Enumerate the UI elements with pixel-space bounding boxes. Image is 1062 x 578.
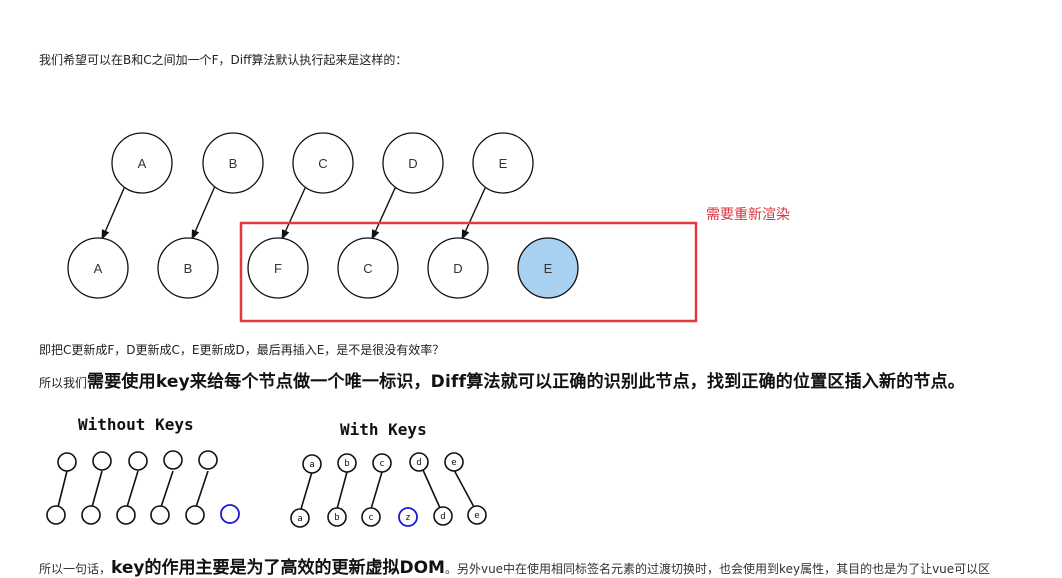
with-top-label-b: b [344, 459, 349, 469]
arrow-b [191, 185, 216, 240]
with-keys-labels: a b c d e a b c z d e [297, 458, 479, 524]
with-top-label-d: d [416, 458, 421, 468]
with-bottom-label-b: b [334, 513, 339, 523]
bottom-node-e-label: E [544, 261, 553, 276]
bottom-node-c-label: C [363, 261, 372, 276]
top-node-e-label: E [499, 156, 508, 171]
bottom-node-a-label: A [94, 261, 103, 276]
arrow-d [371, 185, 397, 240]
with-bottom-label-c: c [368, 513, 373, 523]
arrow-e [461, 185, 487, 240]
bottom-node-c: C [337, 237, 399, 299]
arrow-a [101, 185, 126, 240]
with-bottom-label-a: a [297, 514, 302, 524]
top-node-c-label: C [318, 156, 327, 171]
with-bottom-label-d: d [440, 512, 445, 522]
bottom-node-d: D [427, 237, 489, 299]
top-node-a-label: A [138, 156, 147, 171]
rerender-annotation: 需要重新渲染 [706, 207, 790, 223]
bottom-suffix: 。另外vue中在使用相同标签名元素的过渡切换时，也会使用到key属性，其目的也是… [444, 562, 991, 576]
with-top-label-c: c [379, 459, 384, 469]
arrow-c [281, 185, 307, 240]
top-node-c: C [292, 132, 354, 194]
without-keys-tree [46, 450, 240, 525]
top-node-d-label: D [408, 156, 417, 171]
with-top-label-a: a [309, 460, 314, 470]
bottom-node-e-new: E [517, 237, 579, 299]
rerender-box [239, 221, 698, 323]
bottom-paragraph: 所以一句话，key的作用主要是为了高效的更新虚拟DOM。另外vue中在使用相同标… [39, 553, 990, 578]
conclusion-prefix: 所以我们 [39, 376, 88, 390]
conclusion-bold: 需要使用key来给每个节点做一个唯一标识，Diff算法就可以正确的识别此节点，找… [87, 372, 966, 392]
intro-text: 我们希望可以在B和C之间加一个F，Diff算法默认执行起来是这样的： [39, 53, 408, 67]
top-node-e: E [472, 132, 534, 194]
with-bottom-label-e: e [474, 511, 479, 521]
with-keys-tree [290, 452, 487, 528]
with-keys-title: With Keys [340, 420, 427, 439]
bottom-node-f-label: F [274, 261, 282, 276]
with-top-label-e: e [451, 458, 456, 468]
top-node-a: A [111, 132, 173, 194]
bottom-node-d-label: D [453, 261, 462, 276]
explain-text: 即把C更新成F，D更新成C，E更新成D，最后再插入E，是不是很没有效率？ [39, 343, 445, 357]
without-keys-title: Without Keys [78, 415, 194, 434]
bottom-node-a: A [67, 237, 129, 299]
top-node-b-label: B [229, 156, 238, 171]
top-node-d: D [382, 132, 444, 194]
with-bottom-label-z: z [405, 513, 410, 523]
conclusion-paragraph: 所以我们需要使用key来给每个节点做一个唯一标识，Diff算法就可以正确的识别此… [39, 374, 965, 391]
bottom-node-f: F [247, 237, 309, 299]
bottom-node-b: B [157, 237, 219, 299]
top-node-b: B [202, 132, 264, 194]
bottom-node-b-label: B [184, 261, 193, 276]
bottom-prefix: 所以一句话， [39, 562, 112, 576]
diff-diagram: A B C D E A B F C D E 需要重新渲染 [46, 132, 790, 528]
bottom-bold: key的作用主要是为了高效的更新虚拟DOM [111, 558, 445, 578]
